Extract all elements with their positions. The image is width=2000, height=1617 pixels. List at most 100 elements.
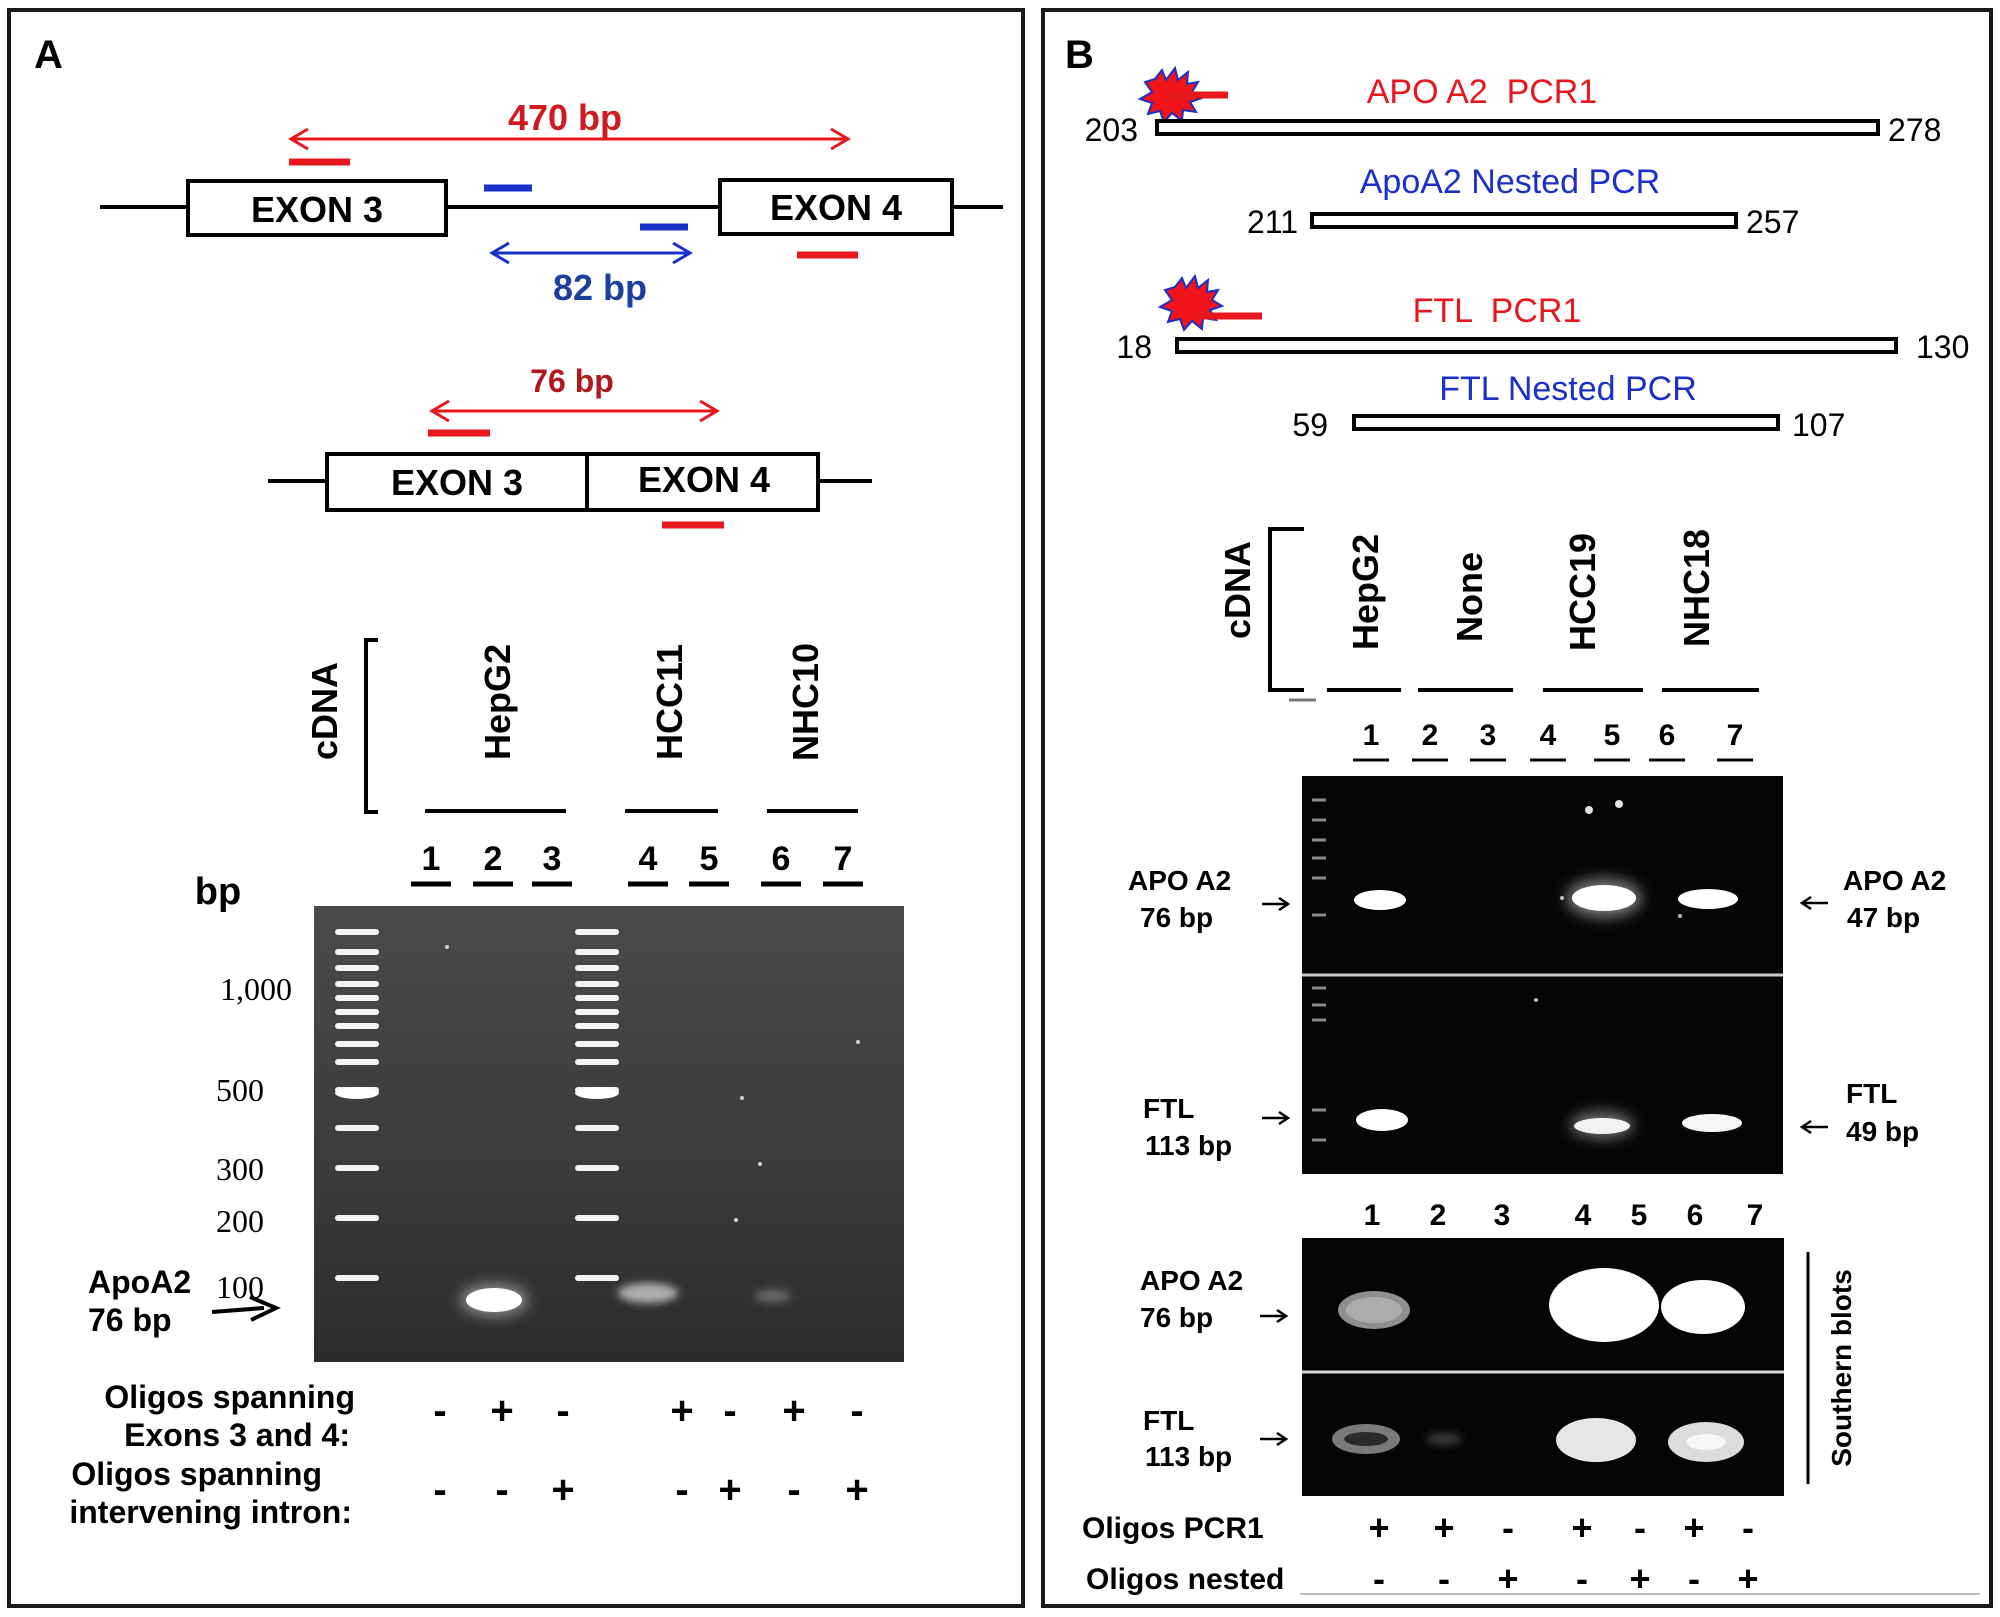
arrow-right-icon <box>1260 1431 1289 1447</box>
lane-number-5: 5 <box>1604 719 1621 752</box>
ladder-mark <box>1312 986 1326 990</box>
apo-pcr1-bar <box>1155 119 1880 136</box>
ladder-band <box>575 1125 619 1131</box>
nested-label: Oligos nested <box>1086 1563 1284 1596</box>
southern-apo-label: APO A2 <box>1140 1265 1243 1296</box>
spliced-exon3-label: EXON 3 <box>391 462 523 503</box>
ladder-band <box>335 965 379 971</box>
minus-sign: - <box>1438 1558 1450 1599</box>
ladder-mark <box>1312 876 1326 880</box>
band-apoa2-lane2 <box>466 1288 522 1312</box>
group-label-none: None <box>1449 552 1490 642</box>
southern-ftl-lane1-center <box>1344 1432 1388 1446</box>
plus-sign: + <box>1737 1558 1758 1599</box>
minus-sign: - <box>1576 1558 1588 1599</box>
gel-a <box>314 906 904 1362</box>
minus-sign: - <box>1502 1507 1514 1548</box>
lane-number-6: 6 <box>1659 719 1676 752</box>
conditions-a: Oligos spanning Exons 3 and 4: Oligos sp… <box>69 1379 868 1530</box>
southern-apo-lane6 <box>1661 1280 1745 1334</box>
spliced-exon4-box <box>585 452 820 512</box>
nested-values: --+-+-+ <box>1373 1558 1759 1599</box>
ladder-band <box>575 1165 619 1171</box>
speck <box>1678 914 1682 918</box>
ladder-mark <box>1312 798 1326 802</box>
ladder-b <box>1312 798 1326 1142</box>
condition-row1-values: -+-+-+- <box>433 1389 863 1433</box>
lane-number-5: 5 <box>700 840 719 878</box>
apo-right-size: 47 bp <box>1847 902 1920 933</box>
ladder-mark <box>1312 1003 1326 1007</box>
apo-fluorophore-icon <box>1137 65 1205 124</box>
panel-a: A EXON 3 EXON 4 470 bp 82 bp EXON 3 <box>7 8 1025 1608</box>
band-apoa2-lane1 <box>1354 890 1406 910</box>
apo-right-label: APO A2 <box>1843 865 1946 896</box>
southern-apo-size: 76 bp <box>1140 1302 1213 1333</box>
ftl-right-size: 49 bp <box>1846 1116 1919 1147</box>
ladder-mark <box>1312 913 1326 917</box>
speck <box>1615 800 1623 808</box>
arrow-470-left-head <box>288 127 309 151</box>
ladder-mark <box>1312 1018 1326 1022</box>
panel-b-letter: B <box>1065 33 1094 77</box>
band-faint-lane6 <box>755 1289 791 1303</box>
arrow-82-left-head <box>489 241 510 265</box>
group-label-nhc18: NHC18 <box>1676 529 1717 647</box>
plus-sign: + <box>670 1389 693 1433</box>
southern-ftl-lane2-faint <box>1426 1433 1462 1445</box>
apo-nested-start: 211 <box>1247 204 1298 240</box>
southern-lane-number-3: 3 <box>1494 1199 1511 1232</box>
arrow-82-right-head <box>672 241 693 265</box>
speck <box>1560 896 1564 900</box>
ladder-mark <box>1312 1138 1326 1142</box>
ladder-band-bright <box>575 1087 619 1099</box>
ladder-band <box>335 929 379 935</box>
ladder-band <box>335 995 379 1001</box>
ladder-lane-2 <box>575 929 619 1281</box>
group-label-hcc11: HCC11 <box>649 644 690 760</box>
gel-b-labels: APO A2 76 bp APO A2 47 bp FTL 113 bp FTL… <box>1128 865 1946 1161</box>
lane-number-4: 4 <box>639 840 658 878</box>
arrow-right-icon <box>1260 1308 1289 1324</box>
plus-sign: + <box>1433 1507 1454 1548</box>
conditions-b: Oligos PCR1 Oligos nested ++-+-+- --+-+-… <box>1082 1507 1980 1599</box>
ladder-band <box>575 981 619 987</box>
spliced-exon3-box <box>325 452 589 512</box>
ladder-lane-1 <box>335 929 379 1281</box>
lane-number-7: 7 <box>834 840 853 878</box>
plus-sign: + <box>718 1468 741 1512</box>
ftl-pcr1-diagram: FTL PCR1 18 130 FTL Nested PCR 59 107 <box>1116 273 1969 443</box>
marker-1000: 1,000 <box>220 971 292 1007</box>
speck <box>758 1162 762 1166</box>
speck <box>734 1218 738 1222</box>
southern-lane-number-7: 7 <box>1747 1199 1764 1232</box>
apoa2-size-label: 76 bp <box>88 1302 172 1338</box>
group-label-hcc19: HCC19 <box>1562 533 1603 651</box>
amplicon-82-label: 82 bp <box>553 267 647 308</box>
minus-sign: - <box>675 1468 688 1512</box>
apoa2-arrow-head <box>249 1295 281 1322</box>
panel-b: B APO A2 PCR1 203 278 ApoA2 Nested PCR 2… <box>1041 8 1993 1608</box>
apo-left-label: APO A2 <box>1128 865 1231 896</box>
minus-sign: - <box>787 1468 800 1512</box>
ladder-band <box>335 1275 379 1281</box>
plus-sign: + <box>845 1468 868 1512</box>
minus-sign: - <box>1688 1558 1700 1599</box>
band-apoa2-lane5 <box>1572 885 1636 911</box>
minus-sign: - <box>495 1468 508 1512</box>
ftl-pcr1-bar <box>1175 337 1898 354</box>
arrow-left-icon <box>1799 1119 1828 1135</box>
spliced-exon4-label: EXON 4 <box>638 459 770 500</box>
speck <box>445 945 449 949</box>
ftl-nested-bar <box>1352 414 1780 431</box>
southern-lane-number-6: 6 <box>1687 1199 1704 1232</box>
lane-number-3: 3 <box>1480 719 1497 752</box>
apo-nested-title: ApoA2 Nested PCR <box>1360 163 1661 201</box>
arrow-76-left-head <box>429 399 450 423</box>
minus-sign: - <box>433 1468 446 1512</box>
band-apoa2-lane7 <box>1678 889 1738 909</box>
plus-sign: + <box>1368 1507 1389 1548</box>
